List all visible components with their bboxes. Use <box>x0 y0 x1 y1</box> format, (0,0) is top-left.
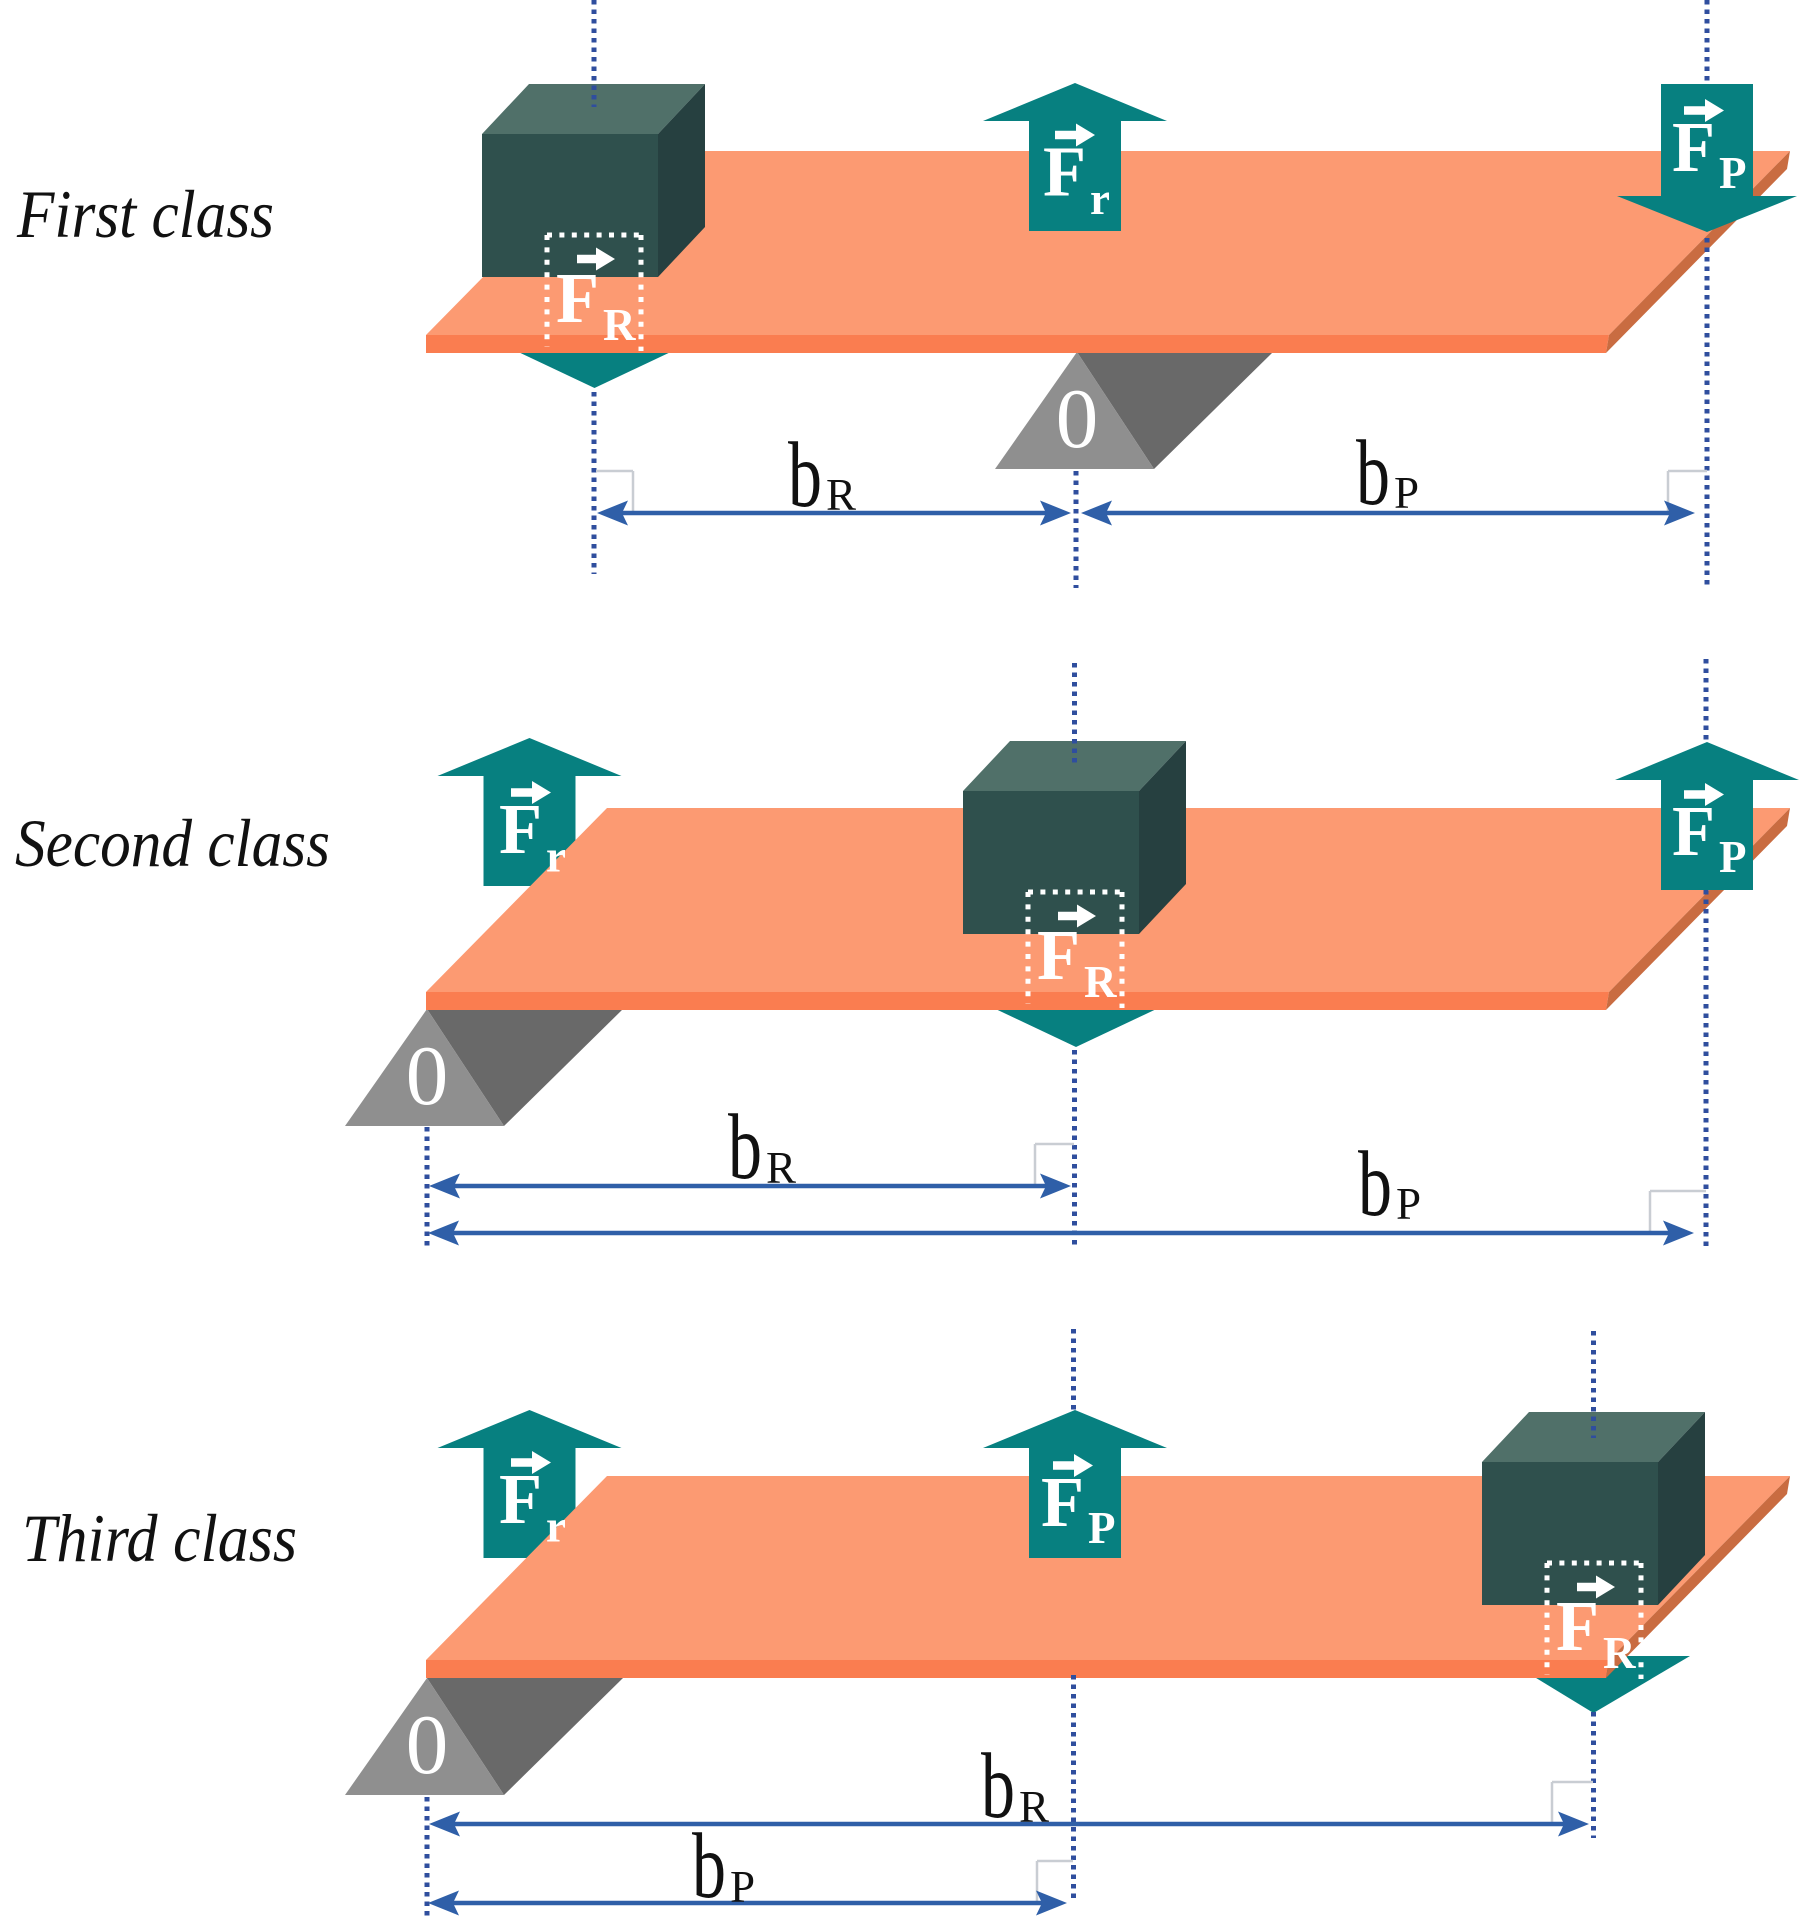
svg-text:b: b <box>788 424 822 527</box>
svg-text:r: r <box>546 832 566 882</box>
svg-text:Second class: Second class <box>15 805 330 881</box>
svg-text:F: F <box>1043 132 1086 212</box>
svg-text:b: b <box>1358 1133 1392 1236</box>
svg-text:0: 0 <box>1056 372 1099 466</box>
svg-text:b: b <box>981 1735 1015 1838</box>
svg-text:F: F <box>1041 1462 1084 1542</box>
svg-text:P: P <box>730 1862 755 1912</box>
svg-text:P: P <box>1396 1179 1421 1229</box>
svg-text:P: P <box>1088 1503 1116 1553</box>
svg-text:r: r <box>1090 174 1110 224</box>
svg-text:R: R <box>1603 1628 1636 1678</box>
svg-text:R: R <box>1084 957 1117 1007</box>
svg-text:R: R <box>1019 1782 1049 1832</box>
svg-text:R: R <box>603 300 636 350</box>
svg-text:F: F <box>499 789 542 869</box>
svg-text:0: 0 <box>406 1029 449 1123</box>
svg-text:R: R <box>766 1143 796 1193</box>
svg-text:R: R <box>826 470 856 520</box>
svg-text:P: P <box>1719 148 1747 198</box>
svg-text:b: b <box>692 1815 726 1918</box>
svg-text:F: F <box>1556 1586 1599 1666</box>
svg-text:P: P <box>1394 468 1419 518</box>
svg-text:F: F <box>556 258 599 338</box>
svg-text:P: P <box>1719 832 1747 882</box>
svg-text:0: 0 <box>406 1698 449 1792</box>
svg-text:F: F <box>1672 791 1715 871</box>
svg-text:First class: First class <box>16 176 274 252</box>
svg-text:F: F <box>1037 915 1080 995</box>
svg-text:F: F <box>499 1459 542 1539</box>
svg-text:Third class: Third class <box>22 1500 297 1576</box>
svg-text:b: b <box>728 1096 762 1199</box>
svg-text:b: b <box>1356 422 1390 525</box>
svg-text:F: F <box>1672 107 1715 187</box>
svg-text:r: r <box>546 1502 566 1552</box>
